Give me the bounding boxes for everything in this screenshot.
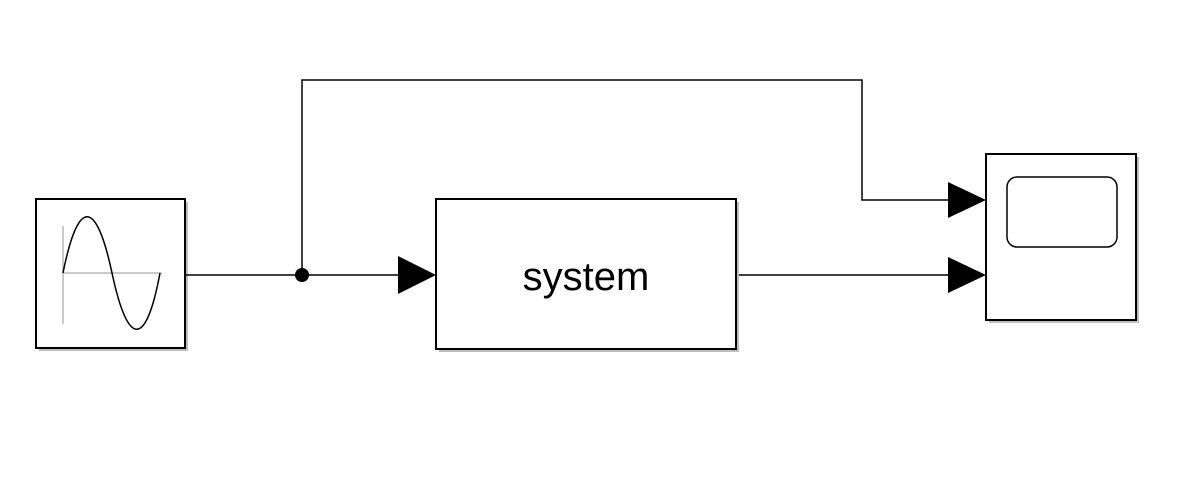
system-block-frame (435, 198, 737, 350)
sine-wave-icon (62, 216, 162, 330)
scope-screen-icon (1006, 176, 1118, 248)
scope-sink-block[interactable] (985, 153, 1139, 323)
system-block[interactable]: system (435, 198, 739, 352)
scope-block-frame (985, 153, 1137, 321)
branch-point[interactable] (295, 268, 309, 282)
signal-line-branch-to-scope[interactable] (301, 79, 950, 275)
scope-input-2-arrow (948, 257, 986, 293)
scope-input-1-arrow (948, 182, 986, 218)
sine-wave-source-block[interactable] (35, 198, 188, 351)
system-input-arrow (398, 256, 436, 294)
signal-lines (186, 79, 950, 282)
system-block-label: system (523, 255, 650, 299)
